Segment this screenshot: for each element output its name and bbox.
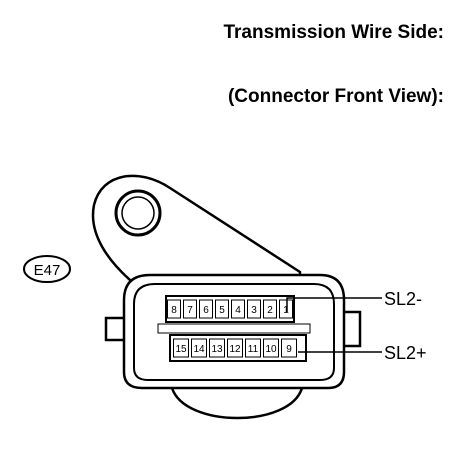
connector-id-badge (23, 255, 71, 283)
pin-number: 13 (211, 344, 223, 355)
pin-number: 8 (171, 305, 177, 316)
right-latch (340, 310, 362, 348)
callout-line-upper (286, 297, 382, 312)
pin-cell (263, 299, 277, 319)
pin-cell (173, 338, 189, 358)
pin-number: 9 (286, 344, 292, 355)
pin-number: 7 (187, 305, 193, 316)
pin-number: 3 (251, 305, 257, 316)
pin-number: 1 (283, 305, 289, 316)
mounting-bracket (91, 174, 302, 302)
top-pin-row (165, 295, 295, 323)
pin-number: 12 (229, 344, 241, 355)
diagram-title: Transmission Wire Side: (223, 22, 444, 43)
connector-housing-outer (122, 273, 346, 390)
pin-number: 14 (193, 344, 205, 355)
pin-number: 15 (175, 344, 187, 355)
pin-cell (279, 299, 293, 319)
pin-number: 6 (203, 305, 209, 316)
pin-cell (167, 299, 181, 319)
pin-number: 11 (248, 344, 259, 355)
pin-cell (281, 338, 297, 358)
pin-number: 5 (219, 305, 225, 316)
callout-label-upper: SL2- (384, 289, 422, 309)
pin-number: 2 (267, 305, 273, 316)
pin-cell (191, 338, 207, 358)
bottom-pin-row (169, 334, 307, 362)
connector-housing-inner (133, 283, 335, 381)
pin-number: 10 (265, 344, 277, 355)
pin-cell (209, 338, 225, 358)
pin-cell (245, 338, 261, 358)
bolt-hole-outer (114, 189, 162, 237)
pin-cell (247, 299, 261, 319)
pin-cell (231, 299, 245, 319)
pin-cell (183, 299, 197, 319)
pin-number: 4 (235, 305, 241, 316)
pin-cell (227, 338, 243, 358)
pin-cell (215, 299, 229, 319)
callout-label-lower: SL2+ (384, 343, 427, 363)
bolt-hole-inner (121, 196, 155, 230)
diagram-subtitle: (Connector Front View): (227, 86, 444, 107)
connector-id: E47 (34, 262, 61, 279)
pin-cell (199, 299, 213, 319)
left-latch (104, 316, 128, 342)
keyway (157, 323, 311, 334)
connector-base (170, 387, 304, 420)
pin-cell (263, 338, 279, 358)
bottom-pins: 15 14 13 12 11 10 9 (173, 338, 297, 358)
